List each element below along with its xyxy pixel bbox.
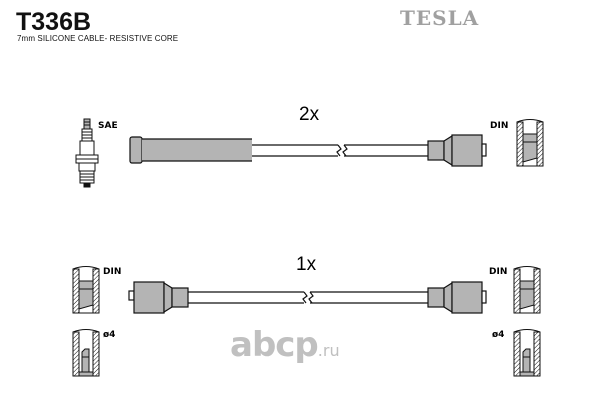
quantity-2x: 2x	[299, 104, 320, 125]
watermark-tld: .ru	[317, 341, 340, 360]
din-boot-right-1x	[427, 281, 487, 314]
spark-plug-icon	[75, 118, 99, 188]
straight-boot-sae	[129, 136, 252, 164]
diameter-label-left: ø4	[103, 330, 115, 340]
din-boot-right-2x	[427, 134, 487, 167]
din-label-bottom-left: DIN	[103, 267, 121, 277]
brand-logo: TESLA	[400, 6, 480, 30]
sae-label: SAE	[98, 121, 118, 131]
watermark: abcp.ru	[230, 325, 340, 365]
part-number: T336B	[16, 8, 92, 36]
cable-2x	[129, 134, 487, 167]
wire-1x	[188, 291, 428, 304]
din-boot-left-1x	[128, 281, 189, 314]
watermark-main: abcp	[230, 325, 319, 365]
din-terminal-icon	[72, 266, 100, 314]
pin-terminal-icon	[513, 329, 541, 377]
diameter-label-right: ø4	[492, 330, 504, 340]
din-label-bottom-right: DIN	[489, 267, 507, 277]
din-terminal-icon	[513, 266, 541, 314]
din-label-top-right: DIN	[490, 121, 508, 131]
cable-description: 7mm SILICONE CABLE- RESISTIVE CORE	[17, 34, 179, 43]
cable-1x	[128, 281, 487, 314]
din-terminal-icon	[516, 119, 544, 167]
quantity-1x: 1x	[296, 254, 317, 275]
wire-2x	[252, 144, 428, 157]
pin-terminal-icon	[72, 329, 100, 377]
